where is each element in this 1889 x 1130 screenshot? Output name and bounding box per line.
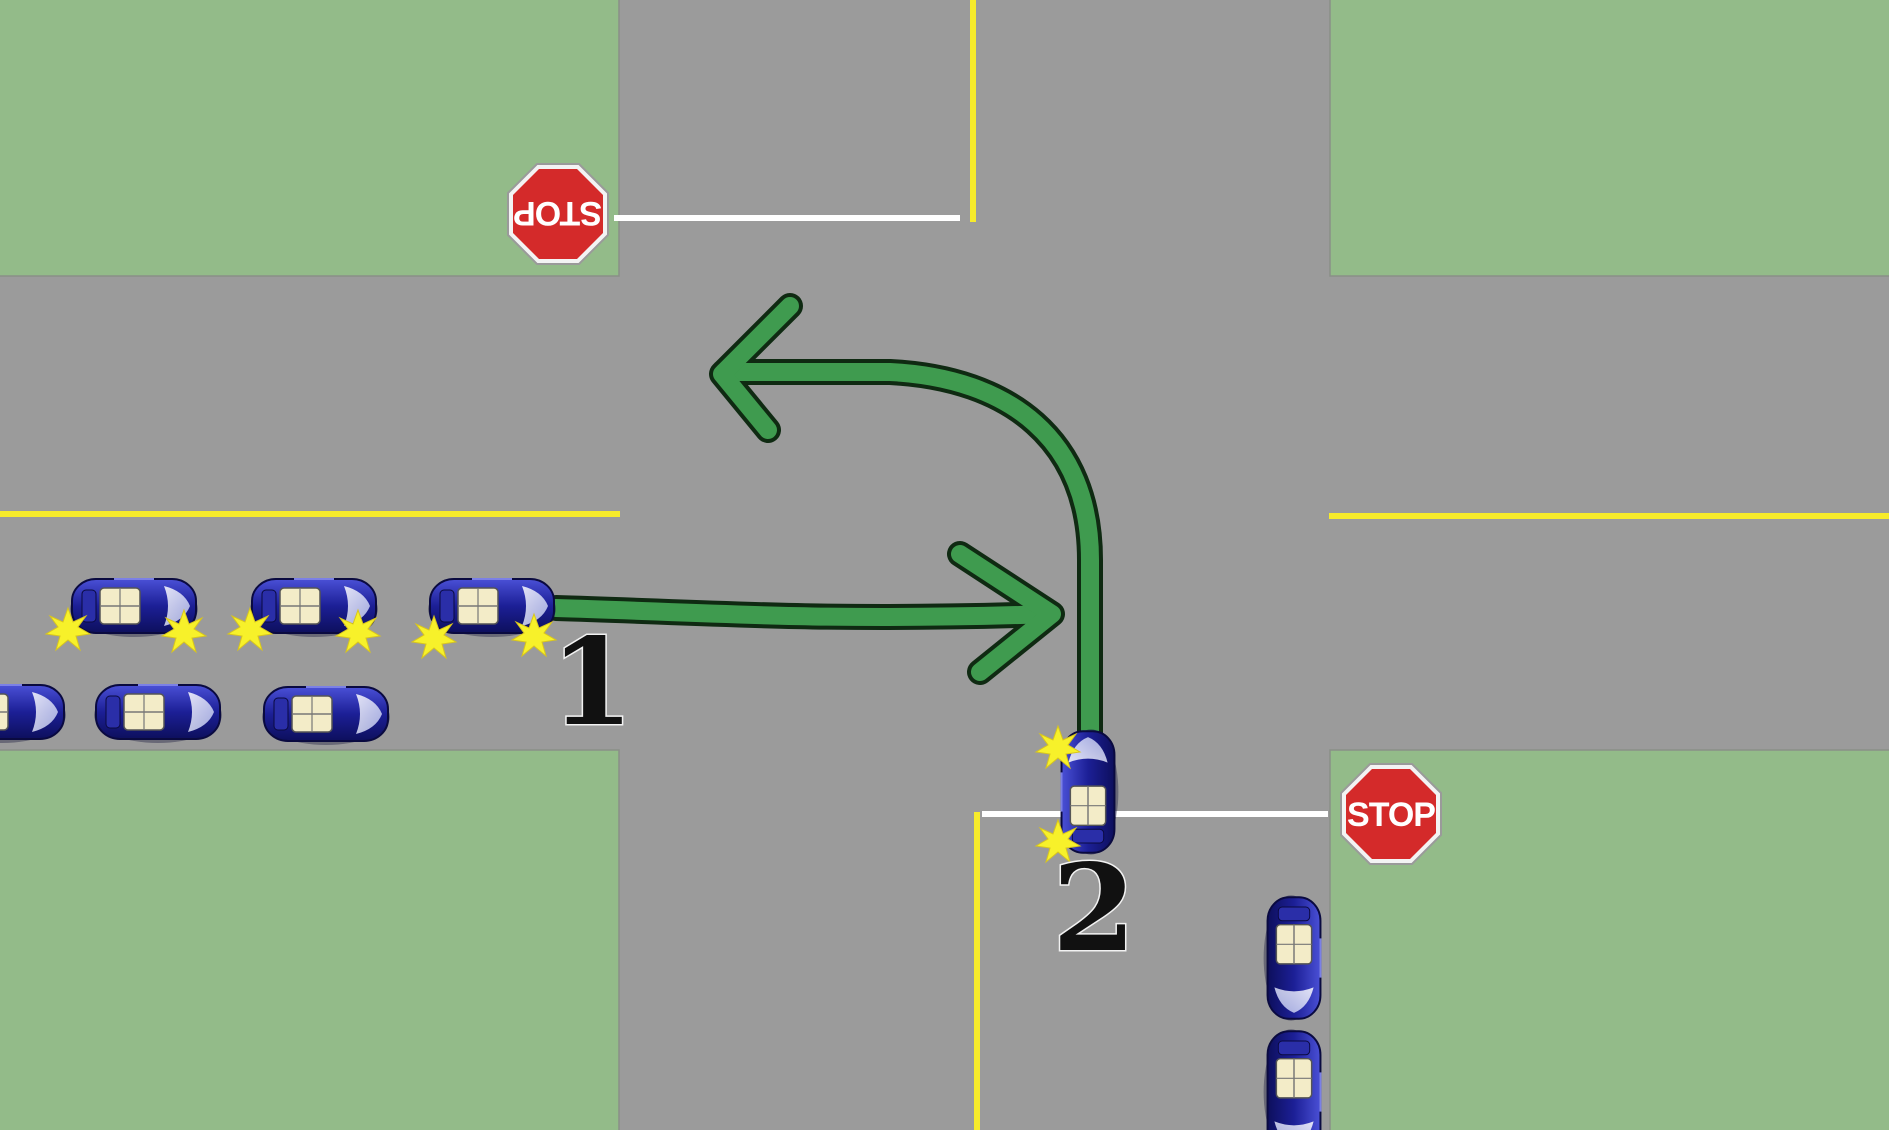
- car-queue-bottom-row: [0, 684, 391, 746]
- car-icon: [1262, 894, 1322, 1022]
- car-icon: [261, 686, 391, 746]
- arrow-turn-left-icon: [709, 293, 1103, 751]
- arrow-straight-icon: [543, 541, 1065, 685]
- vehicle-1-label: 1: [550, 612, 634, 753]
- stop-sign-top-text: STOP: [514, 194, 602, 232]
- stop-sign-bottom: STOP: [1340, 763, 1442, 865]
- car-icon: [0, 684, 67, 744]
- car-icon: [1262, 1028, 1322, 1130]
- grass-top-right: [1330, 0, 1889, 276]
- vehicle-2-label: 2: [1052, 838, 1136, 979]
- car-queue-top-row: [45, 578, 557, 659]
- stop-sign-top: STOP: [507, 163, 609, 265]
- stop-lines: [614, 215, 1328, 817]
- stop-sign-bottom-text: STOP: [1347, 796, 1435, 834]
- car-icon: [93, 684, 223, 744]
- grass-bottom-left: [0, 750, 619, 1130]
- car-queue-right-lane: [1262, 894, 1322, 1130]
